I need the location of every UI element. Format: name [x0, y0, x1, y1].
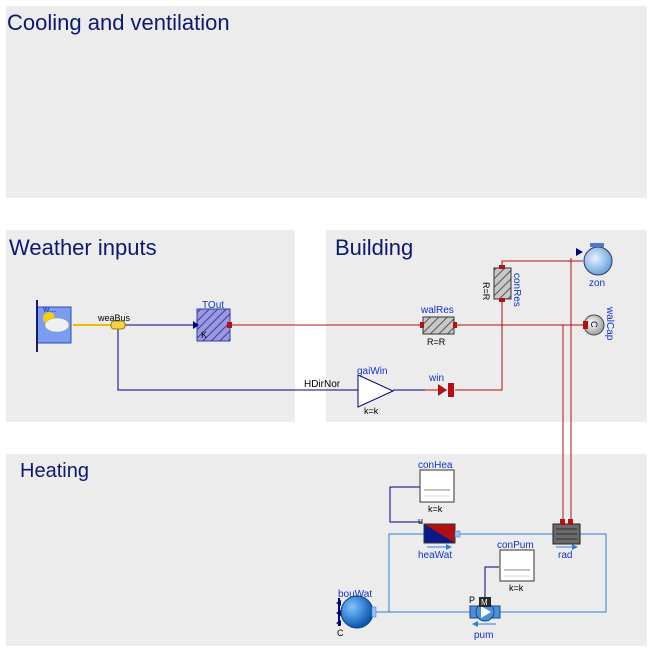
gaiwin-param: k=k [364, 406, 379, 416]
pum-label: pum [474, 630, 493, 641]
fluid-heater-inlet-line[interactable] [388, 533, 424, 612]
conpum-label: conPum [497, 540, 534, 551]
walcap-symbol: C [589, 321, 599, 328]
bouwat-label: bouWat [338, 589, 372, 600]
weather-bus-label: weaBus [97, 313, 131, 323]
heawat-port: u [418, 516, 423, 526]
heat-line-win-conres[interactable] [455, 300, 503, 391]
heating-title: Heating [20, 460, 89, 482]
conres-label: conRes [511, 273, 522, 307]
zon-label: zon [589, 278, 605, 289]
weather-bus-block[interactable]: weaBus [97, 313, 131, 330]
walres-block[interactable]: walRes R=R [420, 305, 457, 347]
hdirnor-label: HDirNor [304, 379, 341, 390]
gaiwin-label: gaiWin [357, 366, 388, 377]
conres-block[interactable]: conRes R=R [481, 265, 522, 307]
rad-block[interactable]: rad [552, 519, 581, 561]
cloud-icon [44, 317, 70, 333]
heawat-block[interactable]: u heaWat [418, 516, 461, 561]
pum-block[interactable]: M P pum [469, 595, 501, 641]
walres-label: walRes [420, 305, 454, 316]
conhea-param: k=k [428, 504, 443, 514]
conhea-label: conHea [418, 460, 453, 471]
building-title: Building [335, 235, 414, 260]
pum-symbol: M [481, 598, 488, 607]
tout-param: K [201, 330, 207, 340]
conhea-block[interactable]: conHea k=k [418, 460, 455, 514]
walcap-block[interactable]: C walCap [583, 306, 615, 341]
rad-label: rad [558, 550, 572, 561]
conpum-param: k=k [509, 583, 524, 593]
cooling-title: Cooling and ventilation [7, 10, 230, 35]
heat-line-conres-zon[interactable] [501, 260, 583, 266]
weather-title: Weather inputs [9, 235, 157, 260]
win-label: win [428, 373, 444, 384]
pum-port-p: P [469, 595, 475, 605]
conhea-signal-line[interactable] [389, 486, 422, 523]
walres-param: R=R [427, 337, 446, 347]
conres-param: R=R [481, 282, 491, 301]
zon-port [590, 243, 604, 247]
weather-source-block[interactable]: w... [36, 300, 72, 352]
weather-source-label: w... [42, 304, 57, 314]
hdirnor-signal-line[interactable] [117, 327, 360, 391]
walcap-label: walCap [604, 306, 615, 341]
cooling-region [6, 6, 647, 198]
heating-region [6, 454, 647, 646]
tout-label: TOut [202, 300, 224, 311]
gaiwin-block[interactable]: gaiWin k=k [357, 366, 395, 416]
conpum-signal-line[interactable] [484, 566, 499, 598]
heawat-label: heaWat [418, 550, 452, 561]
zon-block[interactable]: zon [576, 243, 613, 289]
bouwat-symbol: C [337, 628, 344, 638]
conpum-block[interactable]: conPum k=k [497, 540, 535, 593]
fluid-return-line[interactable] [500, 533, 607, 613]
bouwat-block[interactable]: bouWat C [336, 589, 377, 638]
connection-lines [73, 258, 607, 613]
win-block[interactable]: win [425, 373, 454, 397]
tout-block[interactable]: TOut K [193, 300, 232, 342]
